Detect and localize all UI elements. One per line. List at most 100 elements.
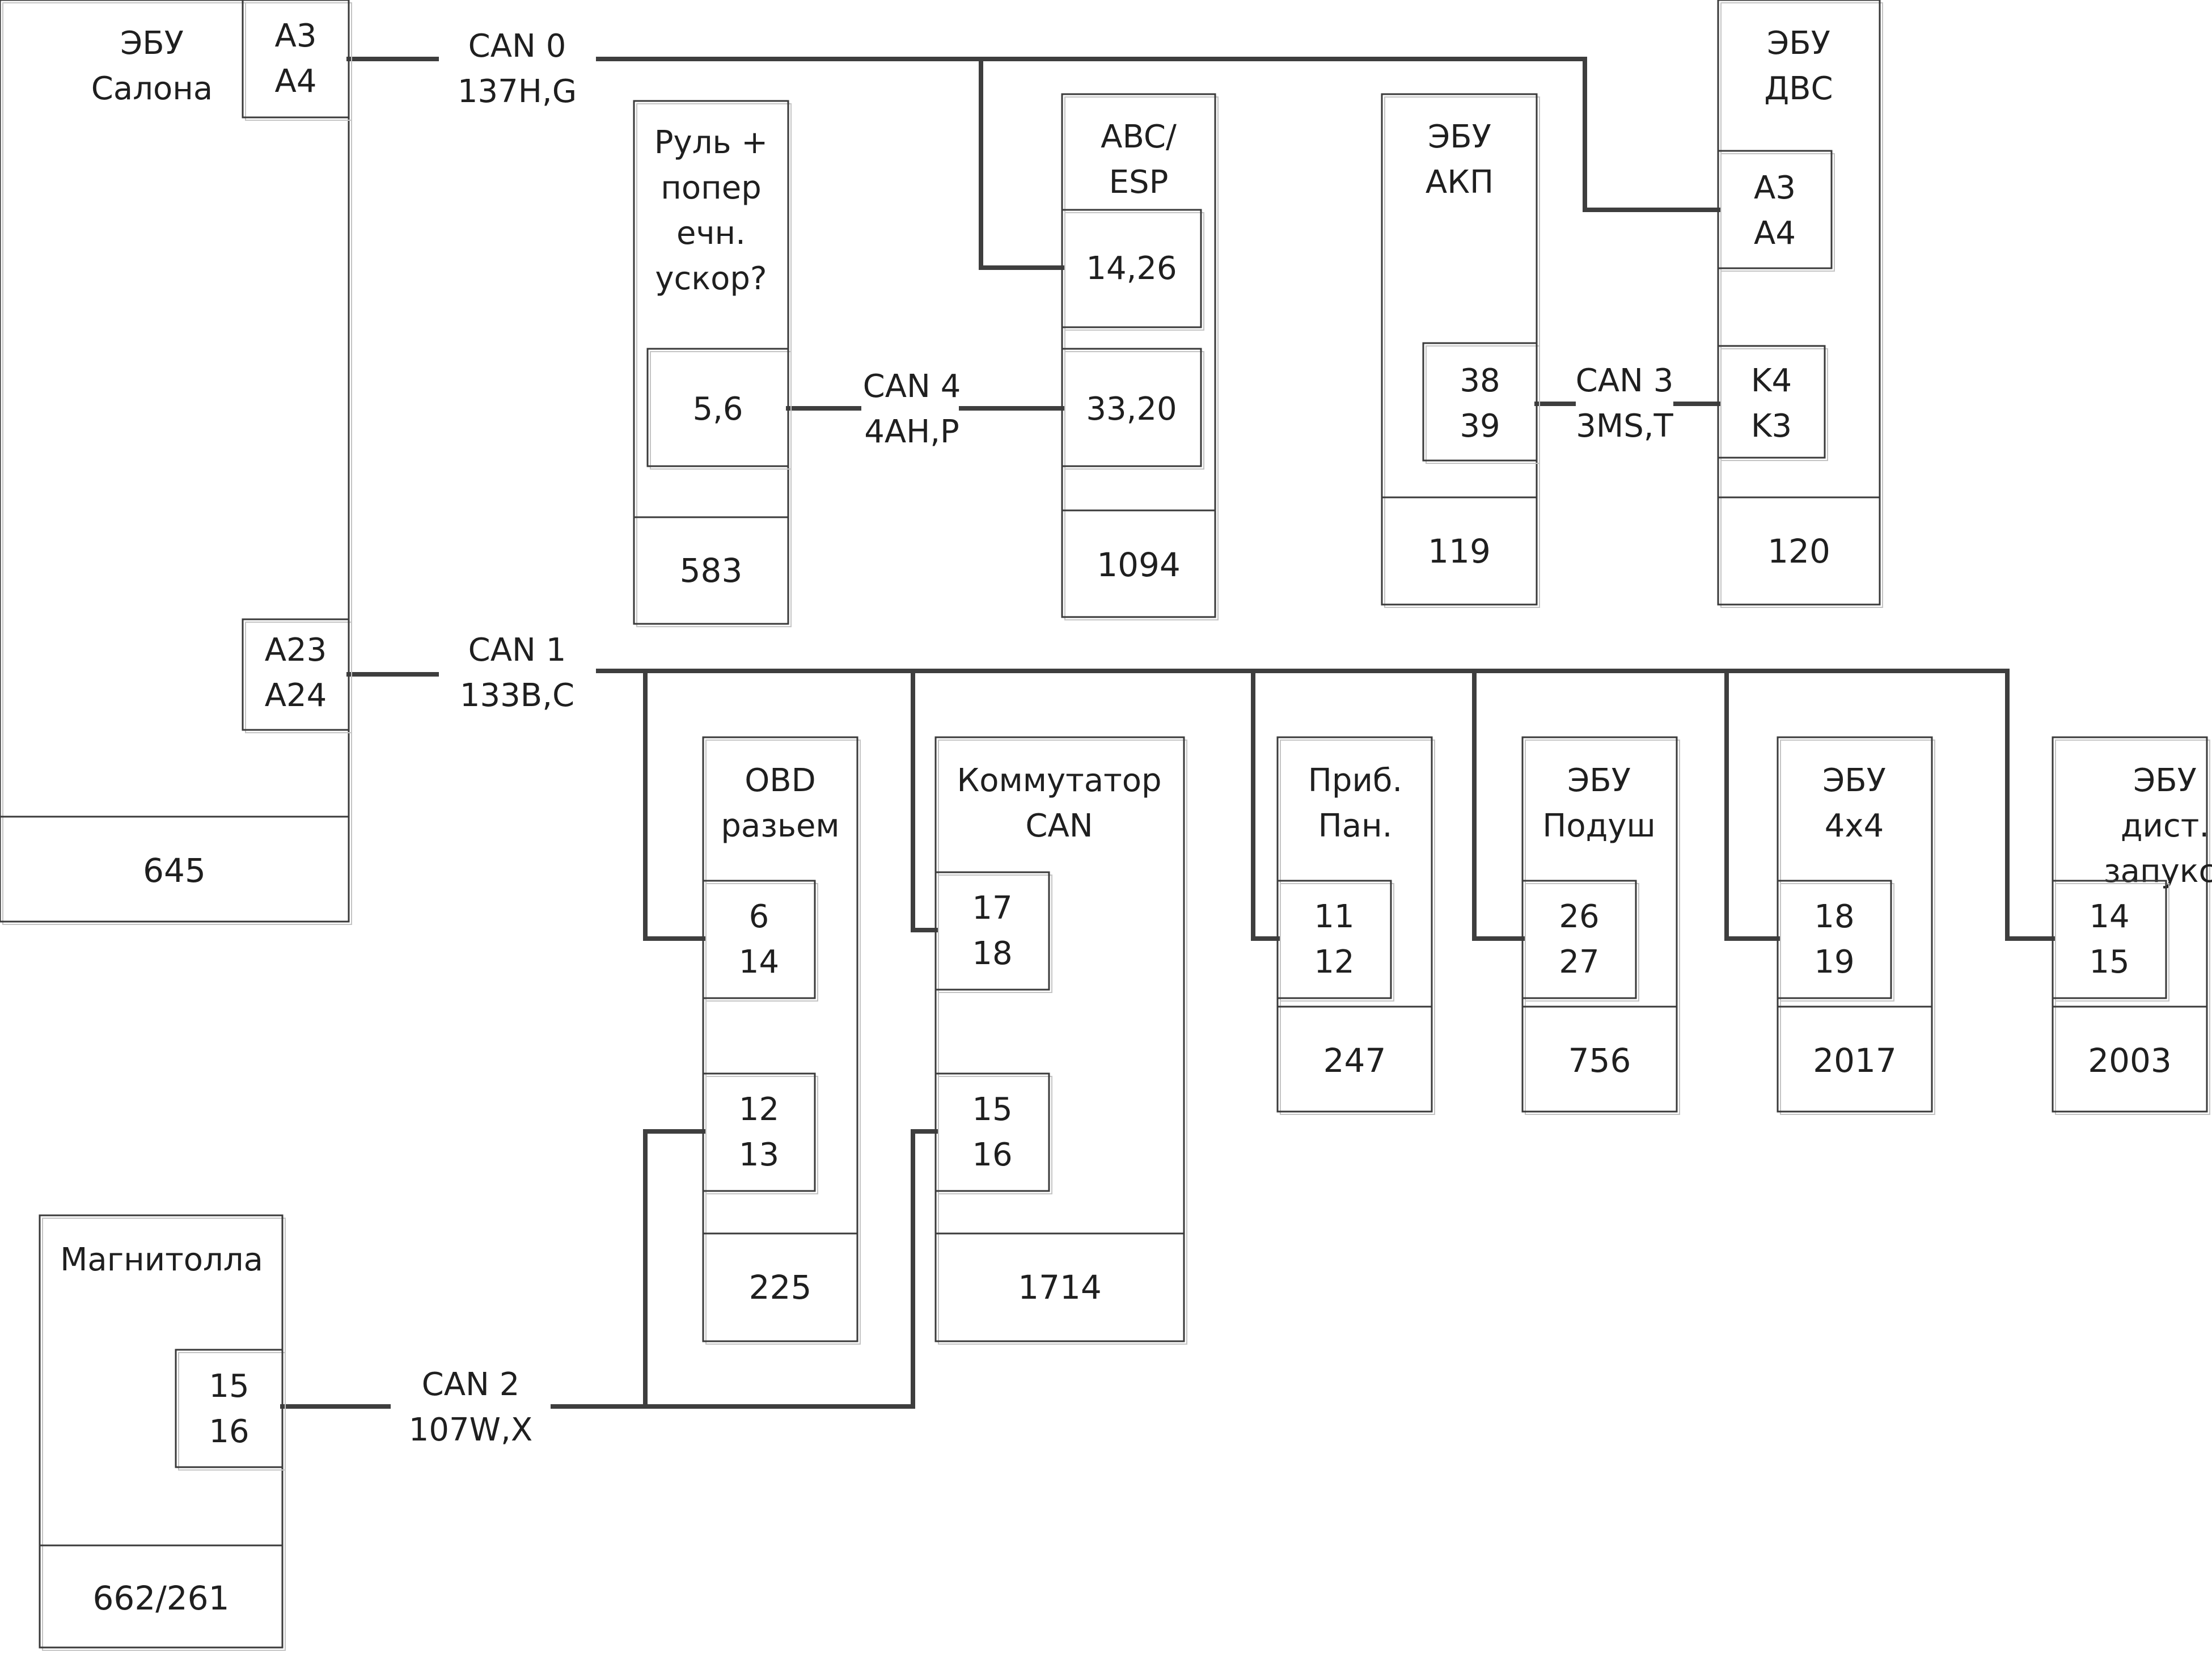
connector-pin: 19 (1814, 944, 1854, 981)
connector-frame (1717, 345, 1826, 459)
connector-pin: 14 (2089, 898, 2129, 935)
connector-pin: 27 (1559, 944, 1599, 981)
unit-name: ечн. (676, 215, 746, 252)
bus-wire (1724, 669, 1780, 941)
connector-frame (1717, 150, 1833, 269)
unit-frame (934, 736, 1185, 1342)
connector-pin: 14,26 (1086, 250, 1177, 287)
unit-name: Пан. (1318, 808, 1393, 844)
unit-code: 1714 (1018, 1268, 1102, 1307)
unit-name: ускор? (655, 260, 767, 297)
bus-wire (979, 57, 1064, 270)
bus-pins: 3MS,T (1576, 408, 1673, 445)
connector-frame (1061, 209, 1202, 328)
unit-name: ЭБУ (1822, 762, 1886, 799)
unit-code: 583 (680, 551, 743, 590)
unit-name: ЭБУ (1767, 25, 1830, 62)
unit-frame (1717, 0, 1881, 606)
unit-name: OBD (745, 762, 816, 799)
unit-name: Магнитолла (60, 1241, 263, 1278)
connector-frame (1777, 880, 1892, 999)
connector-pin: 16 (972, 1137, 1012, 1173)
bus-label-can3: CAN 3 3MS,T (1576, 362, 1674, 445)
bus-wire (911, 1129, 938, 1409)
connector-can1: 614 (702, 880, 818, 1002)
unit-name: АКП (1426, 164, 1494, 201)
bus-pins: 4AH,P (864, 413, 959, 450)
connector-pin: A23 (265, 632, 327, 669)
connector-frame (1061, 348, 1202, 467)
unit-name: дист. (2121, 808, 2209, 844)
connector-frame (702, 1072, 816, 1192)
unit-frame (0, 0, 350, 923)
connector-can4: 33,20 (1061, 348, 1204, 470)
connector-pin: A4 (1754, 215, 1796, 252)
connector-pin: 13 (739, 1137, 779, 1173)
unit-code: 119 (1428, 532, 1491, 571)
connector-pin: 33,20 (1086, 391, 1177, 428)
connector-pin: K4 (1751, 362, 1792, 399)
connector-pin: 15 (972, 1091, 1012, 1128)
unit-code: 120 (1767, 532, 1830, 571)
connector-pin: A4 (275, 63, 317, 100)
bus-name: CAN 3 (1576, 362, 1674, 399)
connector-frame (1521, 880, 1637, 999)
connector-pin: 15 (209, 1368, 249, 1405)
connector-can4: 5,6 (646, 348, 792, 470)
connector-pin: 11 (1314, 898, 1354, 935)
unit-code: 1094 (1097, 546, 1181, 584)
connector-pin: 18 (1814, 898, 1854, 935)
unit-code: 2003 (2088, 1041, 2172, 1080)
unit-name: ЭБУ (120, 25, 184, 62)
connector-pin: 17 (972, 890, 1012, 927)
connector-pin: 15 (2089, 944, 2129, 981)
connector-pin: 39 (1460, 408, 1500, 445)
connector-frame (702, 880, 816, 999)
connector-frame (934, 871, 1050, 991)
bus-wire (2005, 669, 2055, 941)
unit-name: запукс. (2104, 853, 2212, 890)
unit-code: 645 (143, 851, 206, 890)
unit-name: Салона (91, 70, 213, 107)
connector-pin: 38 (1460, 362, 1500, 399)
bus-pins: 107W,X (409, 1412, 532, 1448)
unit-name: разьем (721, 808, 839, 844)
unit-name: Приб. (1308, 762, 1402, 799)
unit-name: ABC/ (1101, 119, 1177, 155)
connector-pin: K3 (1751, 408, 1792, 445)
connector-frame (1276, 880, 1392, 999)
connector-pin: A3 (1754, 170, 1796, 206)
unit-frame (702, 736, 858, 1342)
connector-frame (242, 0, 350, 119)
unit-name: 4x4 (1825, 808, 1884, 844)
unit-name: ЭБУ (2133, 762, 2197, 799)
unit-code: 662/261 (93, 1579, 230, 1617)
connector-pin: 18 (972, 935, 1012, 972)
connector-pin: 26 (1559, 898, 1599, 935)
connector-pin: 14 (739, 944, 779, 981)
connector-pin: 6 (749, 898, 769, 935)
